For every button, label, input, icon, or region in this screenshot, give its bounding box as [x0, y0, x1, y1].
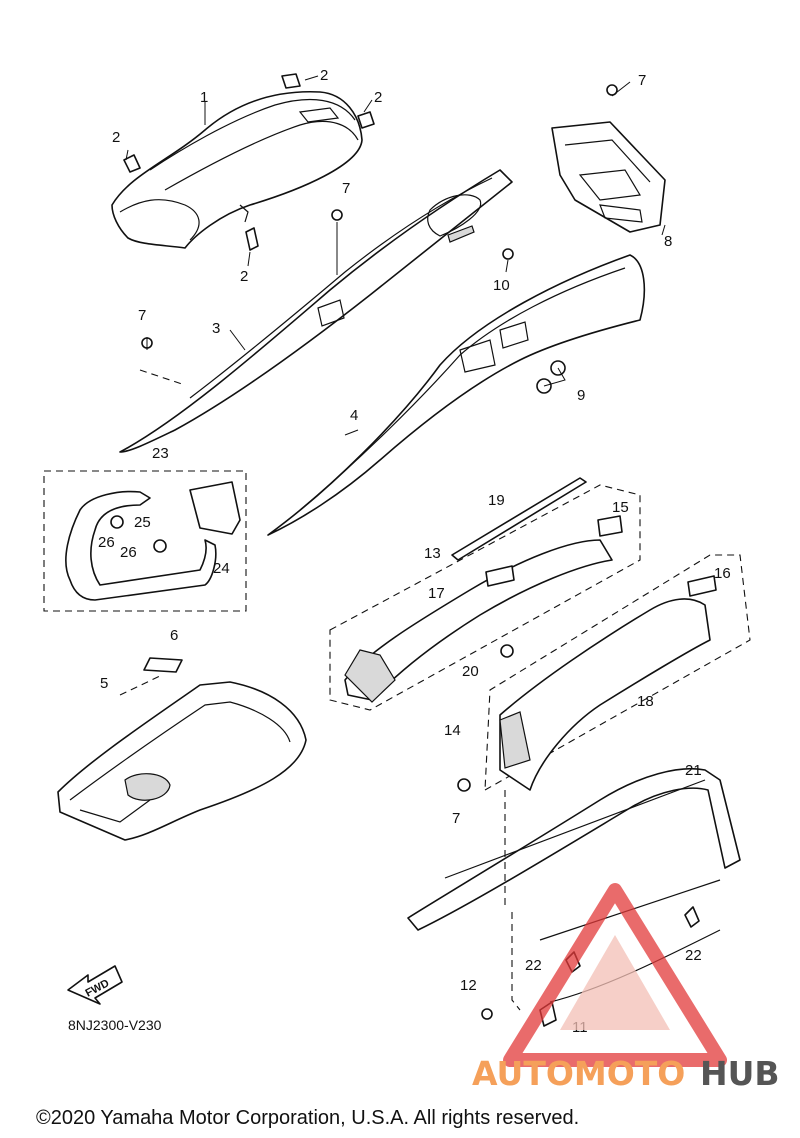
callout-8: 8 — [664, 233, 672, 250]
callout-5: 5 — [100, 675, 108, 692]
callout-3: 3 — [212, 320, 220, 337]
part-2-clips — [123, 73, 375, 251]
callout-10: 10 — [493, 277, 510, 294]
callout-18: 18 — [637, 693, 654, 710]
part-14-assembly — [457, 554, 751, 792]
callout-2: 2 — [374, 89, 382, 106]
callout-1: 1 — [200, 89, 208, 106]
callout-7: 7 — [452, 810, 460, 827]
callout-19: 19 — [488, 492, 505, 509]
callout-7: 7 — [342, 180, 350, 197]
callout-26: 26 — [98, 534, 115, 551]
callout-9: 9 — [577, 387, 585, 404]
callout-26: 26 — [120, 544, 137, 561]
callout-13: 13 — [424, 545, 441, 562]
callout-23: 23 — [152, 445, 169, 462]
callout-7: 7 — [138, 307, 146, 324]
watermark-logo-icon — [503, 883, 727, 1067]
callout-14: 14 — [444, 722, 461, 739]
callout-2: 2 — [320, 67, 328, 84]
callout-12: 12 — [460, 977, 477, 994]
callout-2: 2 — [112, 129, 120, 146]
callout-22: 22 — [685, 947, 702, 964]
callout-4: 4 — [350, 407, 358, 424]
callout-2: 2 — [240, 268, 248, 285]
callout-16: 16 — [714, 565, 731, 582]
fwd-arrow-icon: FWD — [67, 965, 123, 1005]
part-8-tail-bracket — [551, 121, 666, 233]
callout-7: 7 — [638, 72, 646, 89]
callout-15: 15 — [612, 499, 629, 516]
callout-25: 25 — [134, 514, 151, 531]
leader-lines — [125, 75, 666, 1011]
copyright-notice: ©2020 Yamaha Motor Corporation, U.S.A. A… — [36, 1107, 579, 1129]
callout-22: 22 — [525, 957, 542, 974]
callout-6: 6 — [170, 627, 178, 644]
part-9-nuts — [536, 360, 566, 394]
part-5-storage-bin — [57, 657, 307, 841]
part-3-side-cover — [119, 169, 513, 453]
watermark-part-2: HUB — [700, 1054, 780, 1093]
watermark-part-1: AUTOMOTO — [472, 1054, 685, 1093]
callout-24: 24 — [213, 560, 230, 577]
diagram-code: 8NJ2300-V230 — [68, 1017, 162, 1033]
part-13-assembly — [329, 477, 641, 711]
callout-21: 21 — [685, 762, 702, 779]
part-4-lower-panel — [267, 254, 646, 536]
part-23-grab-bar-assembly — [43, 470, 247, 612]
callout-20: 20 — [462, 663, 479, 680]
callout-17: 17 — [428, 585, 445, 602]
part-1-seat-cover — [111, 90, 363, 249]
